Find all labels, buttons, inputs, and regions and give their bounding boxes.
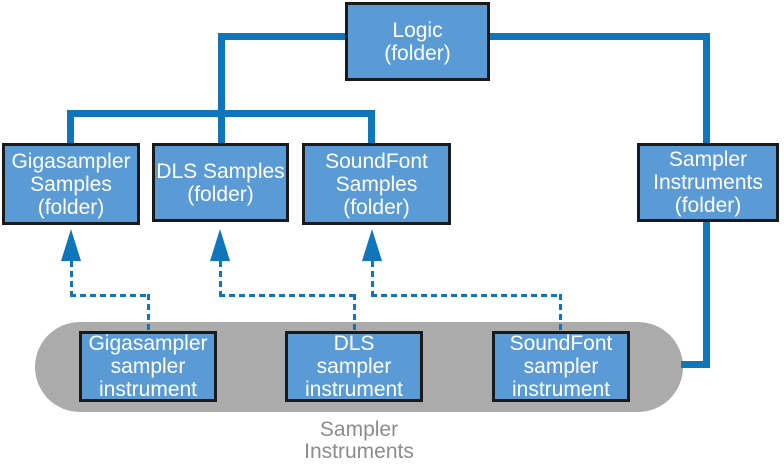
- node-logic-folder: Logic (folder): [345, 2, 490, 81]
- connector-logic-left: [218, 33, 345, 40]
- dashed-link-soundfont-h: [371, 294, 561, 297]
- node-dls-sampler-instrument: DLS sampler instrument: [285, 331, 423, 402]
- node-gigasampler-sampler-instrument: Gigasampler sampler instrument: [79, 331, 217, 402]
- connector-left-bus: [67, 110, 375, 117]
- sampler-instruments-group-label: Sampler Instruments: [304, 418, 414, 463]
- node-soundfont-samples-folder: SoundFont Samples (folder): [302, 143, 451, 225]
- dashed-link-gigasampler-h: [70, 294, 150, 297]
- connector-stub-soundfont: [368, 110, 375, 143]
- dashed-link-gigasampler-v2: [147, 294, 150, 331]
- node-dls-samples-folder: DLS Samples (folder): [152, 143, 289, 222]
- connector-logic-right: [488, 33, 710, 40]
- dashed-link-gigasampler-v1: [70, 261, 73, 295]
- connector-stub-gigasampler: [67, 110, 74, 143]
- dashed-link-dls-v1: [219, 261, 222, 295]
- node-sampler-instruments-folder: Sampler Instruments (folder): [637, 143, 779, 222]
- node-soundfont-sampler-instrument: SoundFont sampler instrument: [492, 331, 630, 402]
- node-gigasampler-samples-folder: Gigasampler Samples (folder): [2, 143, 140, 225]
- arrow-up-icon: [362, 229, 382, 261]
- connector-right-elbow: [681, 361, 710, 368]
- dashed-link-dls-v2: [353, 294, 356, 331]
- dashed-link-soundfont-v1: [371, 261, 374, 295]
- dashed-link-dls-h: [219, 294, 355, 297]
- connector-right-vertical-top: [703, 33, 710, 143]
- connector-right-vertical-bottom: [703, 222, 710, 368]
- connector-left-vertical: [218, 33, 225, 143]
- dashed-link-soundfont-v2: [559, 294, 562, 331]
- arrow-up-icon: [61, 229, 81, 261]
- arrow-up-icon: [210, 229, 230, 261]
